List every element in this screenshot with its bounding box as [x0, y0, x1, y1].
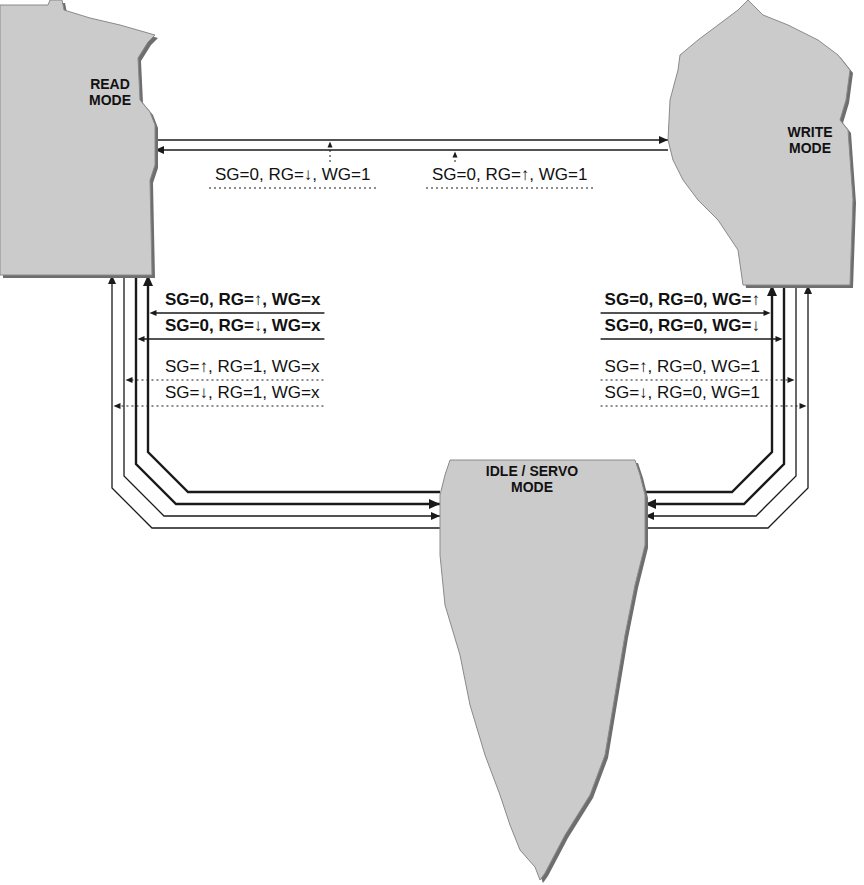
arrowhead: [114, 403, 121, 409]
arrowhead: [138, 336, 145, 342]
region-outline: [0, 0, 155, 275]
mode-name: READ MODE: [80, 76, 140, 108]
signal-condition: SG=0, RG=0, WG=↑: [605, 290, 760, 310]
signal-condition: SG=↓, RG=1, WG=x: [165, 383, 319, 403]
region-fill: [0, 0, 155, 275]
signal-condition: SG=0, RG=↑, WG=x: [165, 290, 320, 310]
region-fill: [668, 0, 853, 285]
connector: [155, 149, 668, 150]
connector: [112, 275, 440, 528]
region-outline: [440, 455, 645, 880]
state-region: WRITE MODE: [668, 0, 858, 285]
signal-condition: SG=0, RG=↓, WG=x: [165, 316, 320, 336]
signal-condition: SG=0, RG=↑, WG=1: [432, 165, 587, 185]
arrowhead: [764, 310, 771, 316]
arrowhead: [776, 336, 783, 342]
leader-line: [330, 147, 331, 162]
connector: [124, 275, 440, 516]
state-region: IDLE / SERVO MODE: [440, 455, 645, 880]
leader-line: [601, 312, 765, 314]
leader-line: [455, 157, 456, 162]
leader-line: [155, 312, 324, 314]
leader-line: [426, 188, 593, 189]
arrowhead: [429, 499, 440, 509]
leader-line: [601, 380, 789, 381]
arrowhead: [328, 142, 333, 148]
mode-name: IDLE / SERVO MODE: [472, 463, 592, 495]
arrowhead: [800, 403, 807, 409]
leader-line: [601, 406, 801, 407]
connector: [148, 275, 440, 492]
arrowhead: [126, 377, 133, 383]
mode-name: WRITE MODE: [780, 124, 840, 156]
state-region: READ MODE: [0, 0, 155, 275]
leader-line: [131, 380, 323, 381]
signal-condition: SG=↓, RG=0, WG=1: [605, 383, 760, 403]
leader-line: [209, 188, 376, 189]
arrowhead: [431, 512, 440, 520]
arrowhead: [453, 152, 458, 158]
connector: [136, 275, 440, 504]
leader-line: [601, 338, 777, 340]
signal-condition: SG=0, RG=0, WG=↓: [605, 316, 760, 336]
signal-condition: SG=0, RG=↓, WG=1: [215, 165, 370, 185]
signal-condition: SG=↑, RG=0, WG=1: [605, 357, 760, 377]
arrowhead: [788, 377, 795, 383]
leader-line: [143, 338, 324, 340]
leader-line: [119, 406, 323, 407]
arrowhead: [659, 136, 668, 144]
connector: [155, 139, 668, 140]
signal-condition: SG=↑, RG=1, WG=x: [165, 357, 319, 377]
region-fill: [440, 460, 645, 880]
arrowhead: [150, 310, 157, 316]
